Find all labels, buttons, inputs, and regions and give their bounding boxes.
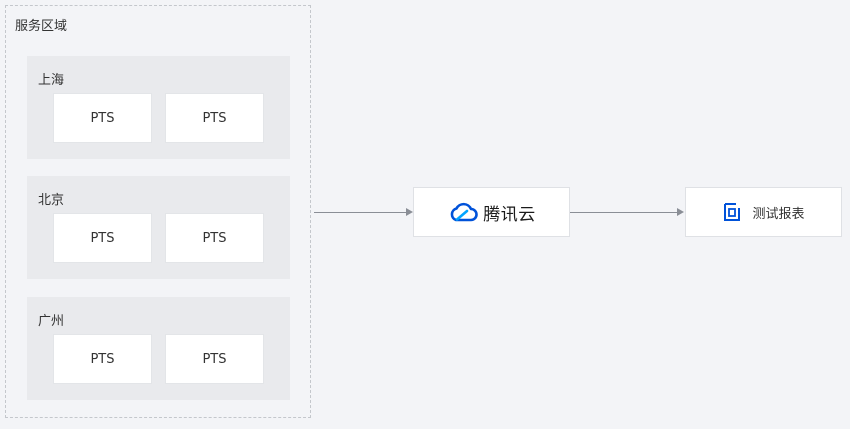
pts-node: PTS [54, 335, 151, 383]
connector-line [570, 212, 678, 213]
arrow-head-icon [677, 208, 684, 216]
region-title: 上海 [38, 73, 65, 88]
pts-node: PTS [54, 94, 151, 142]
tencent-cloud-label: 腾讯云 [483, 204, 536, 225]
service-area-title: 服务区域 [15, 19, 68, 34]
region-title: 广州 [38, 314, 65, 329]
pts-node: PTS [166, 94, 263, 142]
pts-node: PTS [54, 214, 151, 262]
test-report-node: 测试报表 [686, 188, 841, 236]
pts-node: PTS [166, 214, 263, 262]
region-title: 北京 [38, 193, 65, 208]
region-shanghai: 上海 PTS PTS [27, 56, 290, 159]
test-report-label: 测试报表 [752, 206, 805, 222]
service-area-boundary [5, 5, 311, 418]
report-document-icon [724, 203, 741, 221]
pts-node: PTS [166, 335, 263, 383]
region-guangzhou: 广州 PTS PTS [27, 297, 290, 400]
region-beijing: 北京 PTS PTS [27, 176, 290, 279]
connector-line [314, 212, 407, 213]
arrow-head-icon [406, 208, 413, 216]
tencent-cloud-logo-icon [450, 202, 478, 222]
tencent-cloud-node: 腾讯云 [414, 188, 569, 236]
